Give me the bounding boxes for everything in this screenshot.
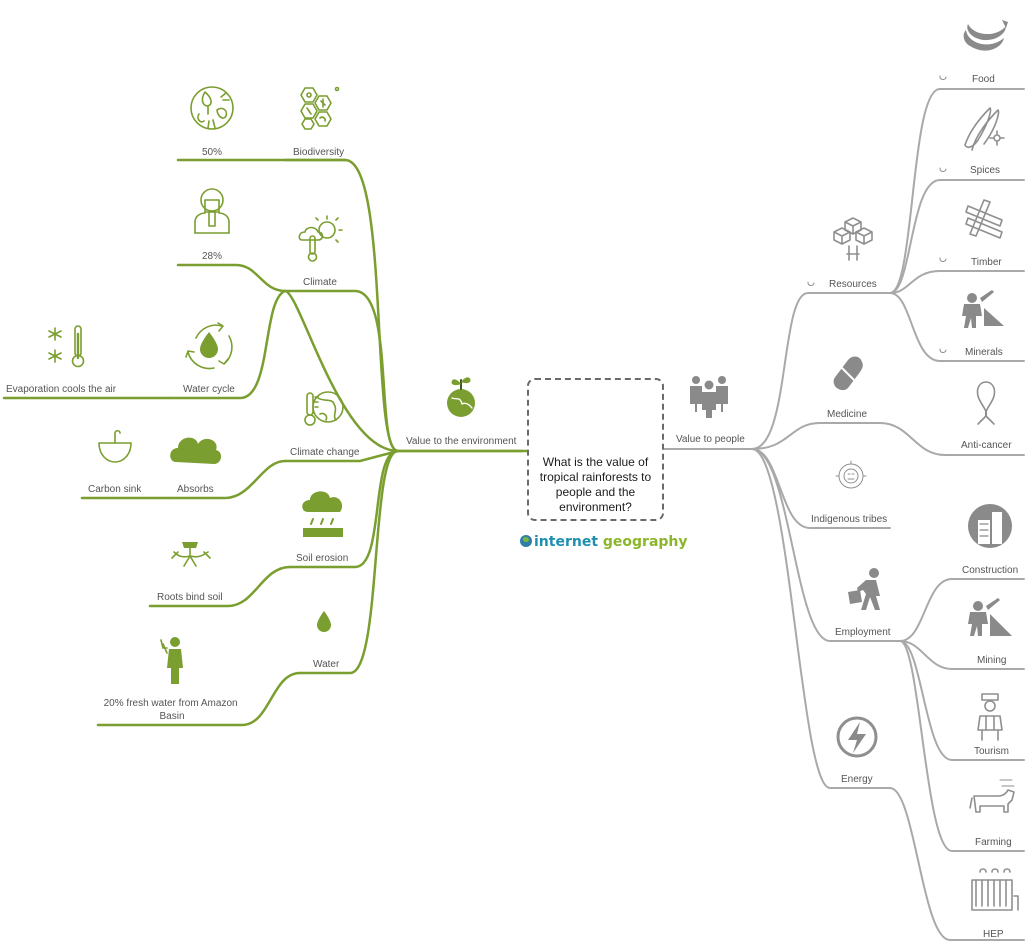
- plant-globe-icon: [447, 377, 475, 417]
- branch-label-indigenous: Indigenous tribes: [811, 514, 887, 525]
- marker-dots: [807, 75, 947, 354]
- child-label-timber: Timber: [971, 257, 1002, 268]
- person-drinking-icon: [160, 637, 183, 684]
- child-label-fresh-water: 20% fresh water from Amazon Basin: [104, 698, 241, 722]
- central-question-box: [527, 378, 664, 521]
- ppl-main-label: Value to people: [676, 434, 745, 445]
- ppl-branch-resources: [751, 292, 891, 450]
- ppl-child-food: [889, 88, 1025, 294]
- branch-label-soil-erosion: Soil erosion: [296, 553, 348, 564]
- env-line-water-cycle: [168, 289, 287, 400]
- child-label-roots: Roots bind soil: [157, 592, 223, 603]
- branch-label-water: Water: [313, 659, 340, 670]
- environment-connectors: [2, 158, 529, 727]
- env-branch-climate-change: [283, 449, 400, 463]
- ppl-child-hep: [889, 787, 1025, 941]
- child-label-evaporation: Evaporation cools the air: [6, 384, 117, 395]
- people-connectors: [663, 88, 1025, 941]
- child-label-hep: HEP: [983, 929, 1004, 940]
- branch-label-water-cycle: Water cycle: [183, 384, 235, 395]
- branch-label-climate: Climate: [303, 277, 337, 288]
- miner-pickaxe-icon: [968, 598, 1012, 636]
- sun-cloud-thermometer-icon: [298, 215, 343, 262]
- ppl-child-spices: [889, 179, 1025, 294]
- child-label-food: Food: [972, 74, 995, 85]
- boxes-resources-icon: [833, 217, 873, 261]
- bananas-icon: [963, 20, 1008, 51]
- ppl-child-minerals: [889, 292, 1025, 362]
- ppl-child-tourism: [899, 640, 1025, 761]
- rain-cloud-soil-icon: [302, 491, 343, 537]
- child-label-tourism: Tourism: [974, 746, 1009, 757]
- lightning-bolt-icon: [836, 716, 878, 758]
- internet-geography-logo: internet geography: [520, 532, 688, 552]
- branch-label-medicine: Medicine: [827, 409, 867, 420]
- central-question: What is the value of tropical rainforest…: [539, 455, 652, 514]
- ppl-child-mining: [899, 640, 1025, 670]
- branch-label-climate-change: Climate change: [290, 447, 360, 458]
- globe-logo-icon: [520, 535, 532, 547]
- child-label-mining: Mining: [977, 655, 1006, 666]
- branch-label-energy: Energy: [841, 774, 873, 785]
- vanilla-spice-icon: [964, 107, 1005, 151]
- environment-labels: Value to the environment Biodiversity 50…: [6, 147, 517, 722]
- child-label-absorbs: Absorbs: [177, 484, 214, 495]
- env-branch-water-cycle: [283, 289, 400, 453]
- logo-word-geography: geography: [602, 534, 688, 550]
- branch-label-resources: Resources: [829, 279, 877, 290]
- plants-animals-icon: [190, 86, 234, 130]
- cattle-farm-icon: [969, 779, 1015, 813]
- logo-word-internet: internet: [534, 534, 599, 550]
- capsule-pill-icon: [833, 356, 863, 391]
- co2-subscript: 2: [200, 454, 204, 461]
- thermometer-globe-icon: [304, 391, 344, 426]
- hydro-dam-icon: [971, 868, 1019, 911]
- child-label-anticancer: Anti-cancer: [961, 440, 1012, 451]
- ppl-branch-medicine: [751, 422, 881, 450]
- env-child-roots: [148, 565, 292, 608]
- co2-text: CO: [181, 443, 201, 458]
- env-child-absorbs: [168, 459, 287, 500]
- child-label-spices: Spices: [970, 165, 1000, 176]
- ppl-child-timber: [889, 270, 1025, 294]
- awareness-ribbon-icon: [976, 381, 996, 425]
- worker-walking-icon: [848, 568, 880, 610]
- sink-icon: [98, 429, 132, 463]
- env-branch-soil-erosion: [288, 449, 400, 569]
- tribal-mask-icon: [835, 460, 867, 489]
- person-breathing-mask-icon: [194, 188, 230, 234]
- construction-building-icon: [968, 504, 1012, 548]
- child-label-farming: Farming: [975, 837, 1012, 848]
- branch-label-biodiversity: Biodiversity: [293, 147, 344, 158]
- env-child-fresh-water: [96, 671, 302, 727]
- child-label-28: 28%: [202, 251, 222, 262]
- branch-label-employment: Employment: [835, 627, 891, 638]
- miner-icon: [962, 290, 1004, 328]
- child-label-carbon-sink: Carbon sink: [88, 484, 142, 495]
- tourist-backpack-icon: [977, 693, 1003, 741]
- env-branch-water: [298, 449, 400, 675]
- water-cycle-droplet-icon: [185, 322, 233, 370]
- child-label-construction: Construction: [962, 565, 1018, 576]
- env-branch-biodiversity: [283, 158, 400, 453]
- child-label-minerals: Minerals: [965, 347, 1003, 358]
- ppl-child-anticancer: [879, 422, 1025, 456]
- env-child-28: [176, 263, 287, 293]
- ppl-branch-energy: [751, 448, 891, 789]
- snowflake-thermometer-icon: [48, 325, 85, 368]
- env-main-label: Value to the environment: [406, 436, 517, 447]
- timber-planks-icon: [965, 199, 1003, 239]
- co2-cloud-icon: [170, 437, 222, 464]
- ppl-branch-employment: [751, 448, 901, 642]
- hexagon-species-icon: [300, 86, 340, 130]
- water-drop-icon: [317, 611, 331, 632]
- people-labels: Value to people Resources Food Spices Ti…: [676, 74, 1018, 940]
- tree-roots-icon: [171, 542, 211, 567]
- child-label-50: 50%: [202, 147, 222, 158]
- group-people-icon: [690, 376, 728, 418]
- env-branch-climate: [283, 289, 400, 453]
- ppl-child-farming: [899, 640, 1025, 852]
- ppl-child-construction: [899, 578, 1025, 642]
